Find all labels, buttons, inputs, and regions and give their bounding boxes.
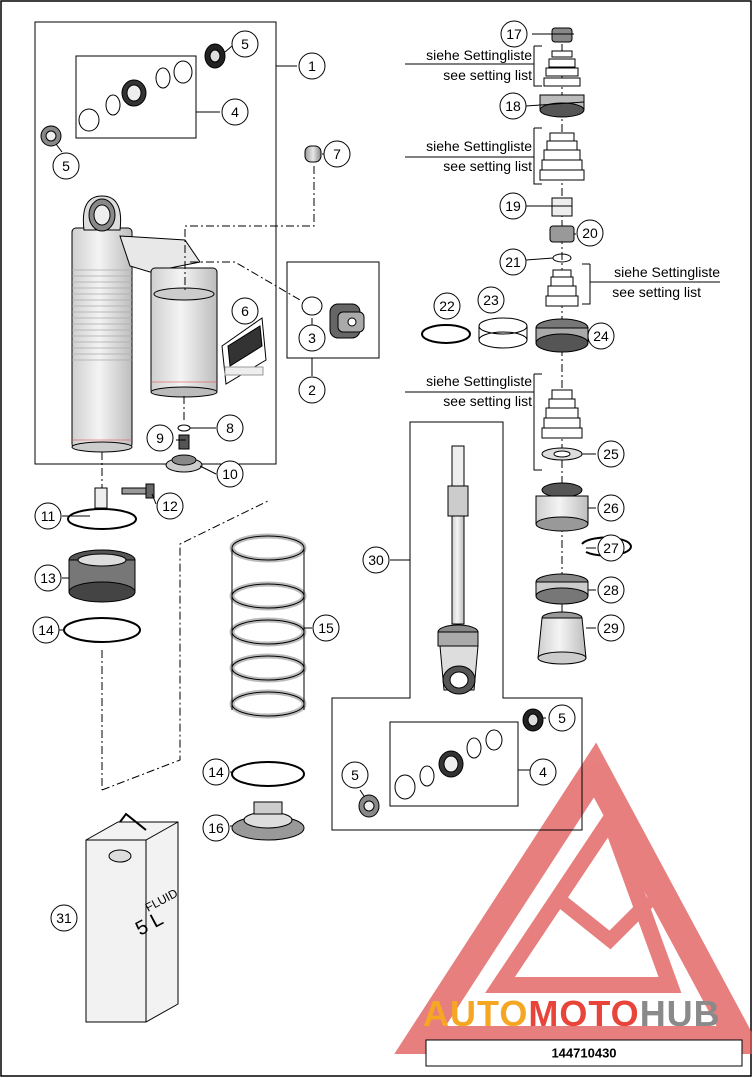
callout-5: 5 bbox=[62, 158, 70, 174]
group-30-frame bbox=[331, 421, 583, 831]
part-11-clamp bbox=[67, 487, 137, 530]
callout-30: 30 bbox=[368, 552, 384, 568]
setting-notes: siehe Settingliste see setting list sieh… bbox=[426, 47, 720, 409]
note-en: see setting list bbox=[443, 393, 532, 409]
callout-circles bbox=[32, 20, 625, 932]
note-en: see setting list bbox=[443, 67, 532, 83]
callout-20: 20 bbox=[582, 225, 598, 241]
callout-23: 23 bbox=[483, 292, 499, 308]
note-de: siehe Settingliste bbox=[426, 138, 532, 154]
part-18-piston bbox=[539, 94, 585, 118]
shim-stack-4 bbox=[541, 389, 583, 439]
part-23-band bbox=[478, 317, 528, 349]
callout-4: 4 bbox=[231, 104, 239, 120]
part-31-fluid-can bbox=[85, 812, 179, 1023]
callout-7: 7 bbox=[333, 146, 341, 162]
callout-21: 21 bbox=[505, 254, 521, 270]
part-24-piston bbox=[535, 318, 589, 353]
part-25-washer bbox=[541, 447, 583, 461]
shock-absorber-body bbox=[71, 195, 218, 453]
callout-17: 17 bbox=[506, 26, 522, 42]
callout-9: 9 bbox=[156, 430, 164, 446]
part-22-ring bbox=[421, 324, 471, 344]
callout-28: 28 bbox=[603, 582, 619, 598]
callout-labels: 1 5 4 5 7 6 3 2 8 9 10 11 12 13 14 15 14… bbox=[38, 26, 619, 926]
part-14-ring-spring bbox=[231, 761, 305, 787]
callout-11: 11 bbox=[41, 508, 56, 524]
callout-8: 8 bbox=[226, 420, 234, 436]
part-3-valve bbox=[301, 296, 365, 339]
callout-14: 14 bbox=[38, 622, 54, 638]
parts-8-9-10 bbox=[165, 424, 203, 473]
part-28-bump-cup bbox=[535, 573, 589, 605]
part-14-ring-left bbox=[63, 617, 141, 643]
part-7-cap bbox=[304, 145, 322, 163]
callout-10: 10 bbox=[222, 466, 238, 482]
bearing-seal-kit bbox=[40, 43, 226, 147]
callout-19: 19 bbox=[505, 198, 521, 214]
note-leaders bbox=[405, 45, 720, 471]
callout-13: 13 bbox=[40, 570, 56, 586]
callout-5: 5 bbox=[241, 36, 249, 52]
callout-1: 1 bbox=[308, 58, 316, 74]
callout-25: 25 bbox=[603, 446, 619, 462]
diagram-code: 144710430 bbox=[551, 1046, 616, 1061]
note-de: siehe Settingliste bbox=[426, 373, 532, 389]
part-17-nut bbox=[551, 27, 573, 43]
part-12-bolt bbox=[121, 483, 155, 499]
diagram-code-box: 144710430 bbox=[425, 1039, 743, 1067]
watermark-text: AUTOMOTOHUB bbox=[423, 993, 721, 1034]
callout-3: 3 bbox=[308, 330, 316, 346]
assembly-lines-top bbox=[183, 166, 315, 420]
part-13-nut bbox=[68, 549, 136, 603]
callout-5: 5 bbox=[558, 710, 566, 726]
callout-2: 2 bbox=[308, 382, 316, 398]
callout-4: 4 bbox=[539, 764, 547, 780]
note-de: siehe Settingliste bbox=[614, 264, 720, 280]
part-30-piston-rod bbox=[437, 445, 479, 695]
part-29-bump-stop bbox=[537, 611, 587, 665]
svg-text:AUTOMOTOHUB: AUTOMOTOHUB bbox=[423, 993, 721, 1034]
callout-24: 24 bbox=[593, 328, 609, 344]
shim-stack-3 bbox=[545, 269, 579, 307]
part-26-seal-head bbox=[535, 482, 589, 532]
callout-29: 29 bbox=[603, 620, 619, 636]
shim-stack-2 bbox=[539, 132, 585, 181]
callout-6: 6 bbox=[241, 303, 249, 319]
callout-22: 22 bbox=[439, 298, 455, 314]
part-16-spring-seat bbox=[231, 801, 305, 841]
part-6-decal bbox=[221, 317, 267, 385]
callout-18: 18 bbox=[505, 98, 521, 114]
group-2-frame bbox=[286, 261, 380, 376]
note-en: see setting list bbox=[612, 284, 701, 300]
callout-26: 26 bbox=[603, 500, 619, 516]
callout-15: 15 bbox=[318, 620, 334, 636]
note-de: siehe Settingliste bbox=[426, 47, 532, 63]
part-20-nut bbox=[549, 225, 575, 243]
bearing-seal-kit-lower bbox=[358, 708, 544, 818]
part-15-spring bbox=[229, 533, 307, 719]
callout-5: 5 bbox=[351, 767, 359, 783]
shim-stack-1 bbox=[543, 50, 581, 87]
callout-31: 31 bbox=[56, 910, 72, 926]
callout-14: 14 bbox=[208, 764, 224, 780]
part-19-spacer bbox=[551, 197, 573, 217]
group-1-frame bbox=[34, 21, 297, 465]
callout-16: 16 bbox=[208, 820, 224, 836]
note-en: see setting list bbox=[443, 158, 532, 174]
callout-leaders bbox=[55, 33, 596, 827]
callout-27: 27 bbox=[603, 540, 619, 556]
callout-12: 12 bbox=[162, 498, 178, 514]
